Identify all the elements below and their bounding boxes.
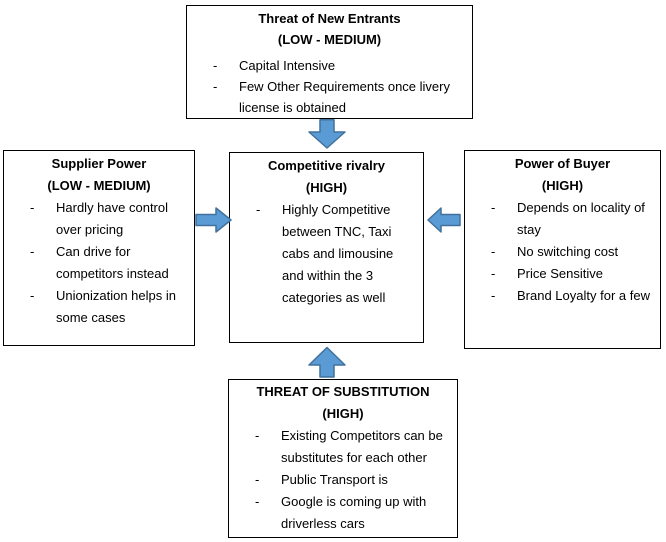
bullet-item: - Existing Competitors can be substitute… (233, 425, 453, 469)
bullet-item: - Capital Intensive (191, 55, 468, 76)
bullet-line: Few Other Requirements once livery (239, 79, 450, 94)
bullet-lines: Depends on locality of stay (517, 197, 645, 241)
bullet-item: - Google is coming up with driverless ca… (233, 491, 453, 535)
bullet-lines: Public Transport is (281, 469, 388, 491)
bullet-item: - Price Sensitive (469, 263, 656, 285)
bullet-dash: - (255, 494, 260, 509)
bullet-line: Existing Competitors can be (281, 428, 443, 443)
bullet-lines: No switching cost (517, 241, 618, 263)
bullet-item: - Can drive for competitors instead (8, 241, 190, 285)
bullet-dash: - (255, 472, 260, 487)
bullet-dash: - (256, 202, 261, 217)
box-threat-of-new-entrants: Threat of New Entrants (LOW - MEDIUM) - … (186, 5, 473, 119)
bullet-line: Hardly have control (56, 200, 168, 215)
bullet-line: Brand Loyalty for a few (517, 288, 650, 303)
bullet-line: license is obtained (239, 100, 346, 115)
arrow-right-icon (195, 207, 232, 233)
bullet-item: - Public Transport is (233, 469, 453, 491)
bullet-line: categories as well (282, 290, 386, 305)
bullet-list: - Hardly have control over pricing - Can… (8, 197, 190, 329)
bullet-list: - Depends on locality of stay - No switc… (469, 197, 656, 307)
bullet-line: Can drive for (56, 244, 131, 259)
box-rating: (HIGH) (322, 406, 364, 421)
bullet-item: - Few Other Requirements once livery lic… (191, 76, 468, 118)
bullet-lines: Price Sensitive (517, 263, 603, 285)
bullet-item: - Depends on locality of stay (469, 197, 656, 241)
bullet-line: driverless cars (281, 516, 365, 531)
bullet-dash: - (491, 200, 496, 215)
bullet-line: Capital Intensive (239, 58, 336, 73)
bullet-dash: - (30, 288, 35, 303)
bullet-line: over pricing (56, 222, 124, 237)
box-competitive-rivalry: Competitive rivalry (HIGH) - Highly Comp… (229, 152, 424, 343)
arrow-left-shape (427, 207, 461, 233)
bullet-list: - Existing Competitors can be substitute… (233, 425, 453, 535)
bullet-line: Public Transport is (281, 472, 388, 487)
bullet-item: - Highly Competitive between TNC, Taxi c… (234, 199, 419, 309)
bullet-line: Unionization helps in (56, 288, 176, 303)
box-power-of-buyer: Power of Buyer (HIGH) - Depends on local… (464, 150, 661, 349)
box-rating: (LOW - MEDIUM) (277, 32, 382, 47)
bullet-dash: - (491, 244, 496, 259)
bullet-item: - Unionization helps in some cases (8, 285, 190, 329)
box-title: THREAT OF SUBSTITUTION (256, 384, 430, 399)
bullet-lines: Capital Intensive (239, 55, 335, 76)
bullet-item: - Brand Loyalty for a few (469, 285, 656, 307)
bullet-line: Price Sensitive (517, 266, 603, 281)
bullet-line: Highly Competitive (282, 202, 391, 217)
bullet-line: substitutes for each other (281, 450, 427, 465)
bullet-dash: - (491, 288, 496, 303)
bullet-line: Google is coming up with (281, 494, 427, 509)
bullet-lines: Brand Loyalty for a few (517, 285, 650, 307)
bullet-line: cabs and limousine (282, 246, 394, 261)
bullet-item: - Hardly have control over pricing (8, 197, 190, 241)
arrow-left-icon (427, 207, 461, 233)
arrow-up-shape (308, 346, 346, 378)
bullet-line: competitors instead (56, 266, 169, 281)
box-threat-of-substitution: THREAT OF SUBSTITUTION (HIGH) - Existing… (228, 379, 458, 538)
box-rating: (HIGH) (305, 180, 348, 195)
box-title: Threat of New Entrants (258, 11, 401, 26)
bullet-line: some cases (56, 310, 126, 325)
box-title: Competitive rivalry (267, 158, 386, 173)
box-title: Supplier Power (51, 156, 147, 171)
arrow-down-shape (308, 119, 346, 149)
bullet-line: No switching cost (517, 244, 619, 259)
bullet-line: and within the 3 (282, 268, 374, 283)
bullet-lines: Can drive for competitors instead (56, 241, 169, 285)
bullet-dash: - (255, 428, 260, 443)
box-rating: (LOW - MEDIUM) (47, 178, 151, 193)
bullet-dash: - (213, 58, 218, 73)
bullet-dash: - (30, 244, 35, 259)
bullet-lines: Google is coming up with driverless cars (281, 491, 426, 535)
bullet-line: stay (517, 222, 541, 237)
box-rating: (HIGH) (541, 178, 584, 193)
bullet-list: - Highly Competitive between TNC, Taxi c… (234, 199, 419, 309)
arrow-right-shape (195, 207, 232, 233)
bullet-lines: Highly Competitive between TNC, Taxi cab… (282, 199, 393, 309)
box-title: Power of Buyer (514, 156, 611, 171)
bullet-lines: Existing Competitors can be substitutes … (281, 425, 443, 469)
bullet-line: between TNC, Taxi (282, 224, 392, 239)
bullet-dash: - (30, 200, 35, 215)
bullet-lines: Hardly have control over pricing (56, 197, 168, 241)
arrow-up-icon (308, 346, 346, 378)
bullet-lines: Few Other Requirements once livery licen… (239, 76, 450, 118)
bullet-dash: - (213, 79, 218, 94)
bullet-lines: Unionization helps in some cases (56, 285, 176, 329)
bullet-dash: - (491, 266, 496, 281)
bullet-list: - Capital Intensive - Few Other Requirem… (191, 55, 468, 118)
bullet-line: Depends on locality of (517, 200, 645, 215)
box-supplier-power: Supplier Power (LOW - MEDIUM) - Hardly h… (3, 150, 195, 346)
arrow-down-icon (308, 119, 346, 149)
bullet-item: - No switching cost (469, 241, 656, 263)
